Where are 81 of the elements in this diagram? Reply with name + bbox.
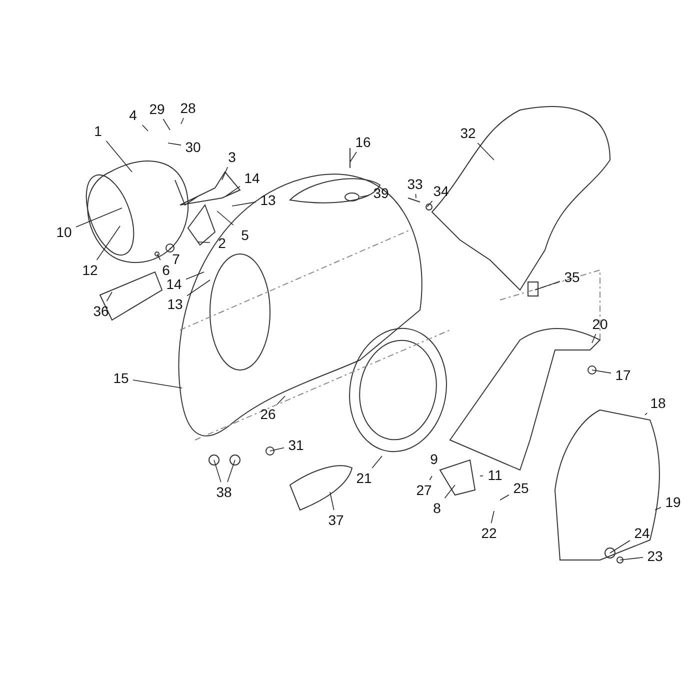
leader-line (429, 476, 432, 480)
leader-line (490, 510, 494, 524)
callout-number: 28 (180, 101, 196, 115)
leader-line (168, 142, 182, 146)
callout-number: 14 (166, 277, 182, 291)
callout-number: 10 (56, 225, 72, 239)
callout-number: 33 (407, 177, 423, 191)
callout-number: 30 (185, 140, 201, 154)
leader-line (330, 492, 334, 510)
callout-number: 21 (356, 471, 372, 485)
leader-line (232, 202, 256, 206)
callout-number: 5 (241, 228, 249, 242)
leader-line (106, 292, 112, 302)
leader-line (360, 194, 370, 198)
callout-number: 12 (82, 263, 98, 277)
callout-number: 6 (162, 263, 170, 277)
callout-number: 26 (260, 407, 276, 421)
leader-line (96, 226, 120, 260)
callout-number: 15 (113, 371, 129, 385)
callout-number: 8 (433, 501, 441, 515)
callout-number: 1 (94, 124, 102, 138)
callout-number: 20 (592, 317, 608, 331)
leader-line (226, 186, 240, 196)
callout-number: 38 (216, 485, 232, 499)
callout-number: 29 (149, 102, 165, 116)
leader-line (654, 506, 662, 510)
leader-line (620, 556, 644, 560)
leader-line (156, 254, 161, 260)
leader-line (214, 460, 222, 482)
leader-line (142, 124, 148, 132)
callout-number: 4 (129, 108, 137, 122)
leader-line (610, 540, 630, 554)
leader-line (270, 447, 284, 452)
callout-number: 25 (513, 481, 529, 495)
leader-line (222, 166, 228, 180)
callout-number: 31 (288, 438, 304, 452)
callout-number: 18 (650, 396, 666, 410)
leader-line (592, 334, 596, 344)
callout-number: 22 (481, 526, 497, 540)
callout-number: 14 (244, 171, 260, 185)
leader-line (500, 494, 510, 500)
leader-line (415, 194, 416, 198)
callout-number: 32 (460, 126, 476, 140)
leader-line (227, 460, 236, 482)
leader-line (132, 380, 182, 388)
callout-number: 16 (355, 135, 371, 149)
callout-number: 37 (328, 513, 344, 527)
callout-number: 3 (228, 150, 236, 164)
leader-line (534, 280, 560, 290)
callout-number: 7 (172, 252, 180, 266)
leader-line (477, 142, 494, 160)
callout-number: 34 (433, 184, 449, 198)
leader-line (277, 396, 286, 404)
leader-line (216, 210, 234, 226)
callout-number: 17 (615, 368, 631, 382)
leader-line (180, 118, 184, 124)
leader-line (372, 456, 382, 468)
callout-number: 2 (218, 236, 226, 250)
callout-number: 13 (260, 193, 276, 207)
leader-line (644, 412, 648, 416)
leader-line (198, 242, 210, 243)
callout-number: 19 (665, 495, 681, 509)
leader-line (186, 272, 204, 280)
leader-line (426, 200, 433, 208)
callout-number: 27 (416, 483, 432, 497)
leader-line (76, 208, 122, 228)
callout-number: 23 (647, 549, 663, 563)
leader-line (162, 118, 170, 130)
callout-number: 39 (373, 186, 389, 200)
leader-line (106, 140, 132, 172)
callout-number: 9 (430, 452, 438, 466)
leader-line (480, 475, 484, 476)
leader-line (592, 370, 612, 374)
leader-line (444, 484, 456, 498)
leader-line (350, 152, 357, 162)
callout-number: 24 (634, 526, 650, 540)
callout-number: 36 (93, 304, 109, 318)
leader-line (186, 280, 210, 296)
callout-number: 35 (564, 270, 580, 284)
callout-number: 13 (167, 297, 183, 311)
callout-number: 11 (488, 468, 502, 482)
